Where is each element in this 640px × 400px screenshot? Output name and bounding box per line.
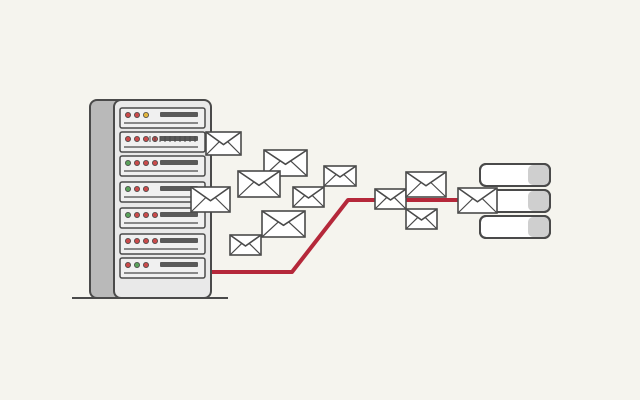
status-led-icon xyxy=(125,135,132,142)
envelope-flap xyxy=(263,149,308,166)
envelope-group xyxy=(190,131,498,256)
status-led-icon xyxy=(125,159,132,166)
status-led-icon xyxy=(142,135,149,142)
storage-disk-shade xyxy=(528,191,549,211)
rack-unit xyxy=(119,107,206,129)
drive-bay-slot xyxy=(160,112,198,117)
status-led-icon xyxy=(133,135,140,142)
envelope-fold xyxy=(190,197,231,213)
status-led-icon xyxy=(133,211,140,218)
status-led-icon xyxy=(142,211,149,218)
rack-unit-face xyxy=(119,131,206,153)
envelope-flap xyxy=(457,187,498,203)
status-led-icon xyxy=(151,211,158,218)
status-led-icon xyxy=(125,237,132,244)
envelope-icon xyxy=(292,186,325,208)
envelope-fold xyxy=(237,181,281,198)
envelope-flap xyxy=(405,208,438,221)
storage-disk-outline xyxy=(479,163,551,187)
rack-unit xyxy=(119,257,206,279)
drive-bay-slot xyxy=(160,186,198,191)
storage-disk-shade xyxy=(528,165,549,185)
envelope-fold xyxy=(323,173,357,187)
envelope-icon xyxy=(405,171,447,198)
status-led-icon xyxy=(133,185,140,192)
status-led-icon xyxy=(142,237,149,244)
network-cable xyxy=(208,198,480,274)
drive-bay-slot xyxy=(160,262,198,267)
rack-unit-face xyxy=(119,155,206,177)
rack-unit xyxy=(119,207,206,229)
envelope-flap xyxy=(229,234,262,247)
status-led-icon xyxy=(133,159,140,166)
envelope-flap xyxy=(190,186,231,202)
status-led-icon xyxy=(151,159,158,166)
status-led-icon xyxy=(133,112,140,119)
storage-disk-shade xyxy=(528,217,549,237)
envelope-flap xyxy=(323,165,357,178)
envelope-icon xyxy=(261,210,306,238)
envelope-fold xyxy=(229,242,262,256)
rack-unit xyxy=(119,155,206,177)
status-led-icon xyxy=(142,112,149,119)
storage-disk-outline xyxy=(479,215,551,239)
status-led-icon xyxy=(133,261,140,268)
envelope-fold xyxy=(261,221,306,238)
status-led-icon xyxy=(125,185,132,192)
envelope-icon xyxy=(229,234,262,256)
status-led-icon xyxy=(125,261,132,268)
envelope-flap xyxy=(292,186,325,199)
envelope-icon xyxy=(190,186,231,213)
envelope-icon xyxy=(374,188,407,210)
storage-disk xyxy=(479,215,551,239)
envelope-fold xyxy=(374,196,407,210)
envelope-fold xyxy=(205,141,242,156)
rack-unit xyxy=(119,131,206,153)
envelope-flap xyxy=(374,188,407,201)
rack-units xyxy=(119,107,206,279)
drive-bay-slot xyxy=(160,160,198,165)
status-led-icon xyxy=(133,237,140,244)
envelope-flap xyxy=(237,170,281,187)
rack-unit-face xyxy=(119,233,206,255)
envelope-fold xyxy=(405,216,438,230)
rack-unit-face xyxy=(119,257,206,279)
status-led-icon xyxy=(151,237,158,244)
envelope-fold xyxy=(405,182,447,198)
envelope-flap xyxy=(205,131,242,146)
envelope-icon xyxy=(237,170,281,198)
envelope-icon xyxy=(205,131,242,156)
status-led-icon xyxy=(142,159,149,166)
rack-unit-face xyxy=(119,107,206,129)
status-led-icon xyxy=(125,211,132,218)
envelope-flap xyxy=(261,210,306,227)
storage-disk xyxy=(479,163,551,187)
envelope-fold xyxy=(457,198,498,214)
drive-bay-slot xyxy=(160,238,198,243)
status-led-icon xyxy=(142,261,149,268)
envelope-icon xyxy=(457,187,498,214)
server-rack-icon xyxy=(89,99,212,299)
status-led-icon xyxy=(142,185,149,192)
envelope-icon xyxy=(323,165,357,187)
status-led-icon xyxy=(125,112,132,119)
drive-bay-slot xyxy=(160,212,198,217)
envelope-icon xyxy=(405,208,438,230)
rack-unit xyxy=(119,233,206,255)
envelope-fold xyxy=(292,194,325,208)
drive-bay-slot xyxy=(160,136,198,141)
envelope-flap xyxy=(405,171,447,187)
